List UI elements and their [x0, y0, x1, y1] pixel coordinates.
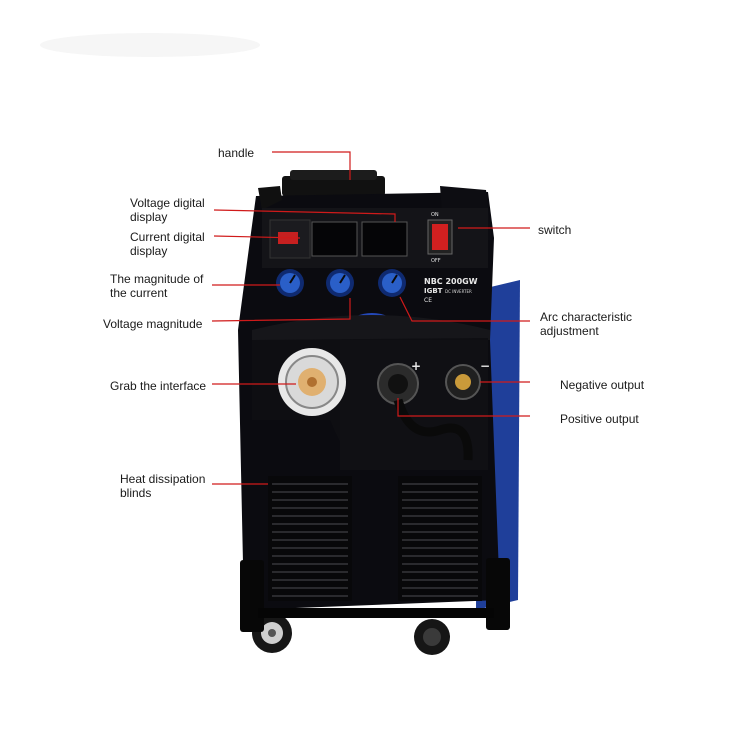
leader-voltage-display: [213, 209, 396, 222]
callout-heat-blinds: Heat dissipation blinds: [120, 472, 205, 500]
callout-negative-output: Negative output: [560, 378, 644, 392]
callout-current-display: Current digital display: [130, 230, 205, 258]
callout-arc-adjust: Arc characteristic adjustment: [540, 310, 632, 338]
callout-switch-line: switch: [538, 223, 572, 237]
callout-handle: handle: [218, 146, 254, 160]
callout-voltage-display-line2: display: [130, 210, 168, 224]
callout-grab-interface-line: Grab the interface: [110, 379, 207, 393]
background-smudge: [40, 33, 260, 57]
leader-current-display: [213, 235, 301, 239]
switch-off-label: OFF: [431, 258, 441, 264]
voltage-knob[interactable]: [326, 269, 354, 297]
rear-wheel-right: [414, 619, 450, 655]
foot-left: [240, 560, 264, 632]
callout-current-magnitude-line2: the current: [110, 286, 168, 300]
callout-voltage-display: Voltage digital display: [130, 196, 205, 224]
minus-sign: −: [480, 359, 490, 373]
leader-voltage-magnitude: [211, 298, 351, 322]
current-knob[interactable]: [276, 269, 304, 297]
callout-voltage-magnitude-line: Voltage magnitude: [103, 317, 203, 331]
callout-switch: switch: [538, 223, 571, 237]
igbt-label: IGBT: [424, 287, 443, 295]
leader-positive-output: [397, 398, 530, 417]
callout-arc-adjust-line1: Arc characteristic: [540, 310, 633, 324]
handle-bar: [282, 176, 385, 196]
plus-sign: +: [411, 359, 421, 373]
ce-mark: CE: [424, 297, 432, 304]
vent-left: [268, 476, 352, 601]
callout-current-magnitude: The magnitude of the current: [110, 272, 203, 300]
vent-right: [398, 476, 482, 601]
callout-current-display-line2: display: [130, 244, 168, 258]
handle-grip: [290, 170, 377, 180]
leader-handle: [272, 151, 351, 180]
callout-current-magnitude-line1: The magnitude of: [110, 272, 204, 286]
callout-handle-line: handle: [218, 146, 255, 160]
arc-adjust-knob[interactable]: [378, 269, 406, 297]
callout-heat-blinds-line2: blinds: [120, 486, 152, 500]
torch-interface[interactable]: [278, 348, 346, 416]
panel-logo-block: [269, 219, 311, 259]
callout-negative-output-line: Negative output: [560, 378, 645, 392]
model-label: NBC 200GW: [424, 277, 478, 286]
base-plate: [258, 608, 494, 618]
callout-voltage-display-line1: Voltage digital: [130, 196, 205, 210]
ground-cable: [393, 398, 473, 461]
callout-current-display-line1: Current digital: [130, 230, 205, 244]
inverter-label: DC INVERTER: [445, 289, 472, 294]
positive-output-terminal[interactable]: [377, 363, 419, 405]
callout-positive-output-line: Positive output: [560, 412, 639, 426]
callout-voltage-magnitude: Voltage magnitude: [103, 317, 202, 331]
switch-on-label: ON: [431, 212, 439, 218]
voltage-display-screen: [361, 221, 408, 257]
power-switch[interactable]: [432, 224, 448, 250]
negative-output-terminal[interactable]: [445, 364, 481, 400]
leader-arc-adjust: [399, 296, 530, 322]
callout-arc-adjust-line2: adjustment: [540, 324, 599, 338]
body-corner-left: [258, 186, 282, 210]
current-display-screen: [311, 221, 358, 257]
callout-heat-blinds-line1: Heat dissipation: [120, 472, 206, 486]
callout-grab-interface: Grab the interface: [110, 379, 206, 393]
foot-right: [486, 558, 510, 630]
callout-positive-output: Positive output: [560, 412, 639, 426]
